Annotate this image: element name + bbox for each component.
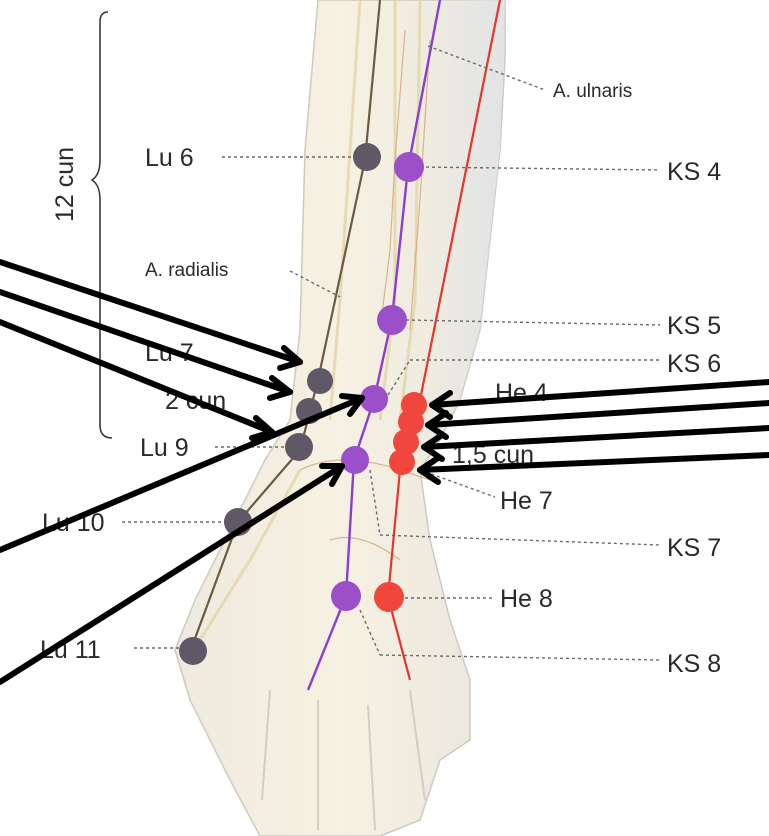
label-lu6: Lu 6 [145, 144, 194, 172]
point-he7 [389, 449, 415, 475]
forearm-shading [430, 0, 505, 400]
point-ks4 [394, 152, 424, 182]
label-lu9: Lu 9 [140, 434, 189, 462]
point-he8 [374, 582, 404, 612]
label-he8: He 8 [500, 585, 553, 613]
point-lu9 [285, 433, 313, 461]
label-ks7: KS 7 [667, 534, 721, 562]
label-a-ulnaris: A. ulnaris [553, 81, 632, 102]
dimension-label-12cun: 12 cun [51, 147, 79, 222]
label-ks6: KS 6 [667, 350, 721, 378]
label-ks8: KS 8 [667, 650, 721, 678]
point-lu11 [179, 637, 207, 665]
point-lu7 [307, 368, 333, 394]
label-a-radialis: A. radialis [145, 260, 228, 281]
label-ks5: KS 5 [667, 312, 721, 340]
label-he7: He 7 [500, 487, 553, 515]
point-ks8 [331, 581, 361, 611]
dimension-bracket-12cun [92, 12, 112, 438]
label-ks4: KS 4 [667, 158, 721, 186]
point-ks5 [377, 305, 407, 335]
point-ks7 [341, 446, 369, 474]
point-lu6 [353, 143, 381, 171]
